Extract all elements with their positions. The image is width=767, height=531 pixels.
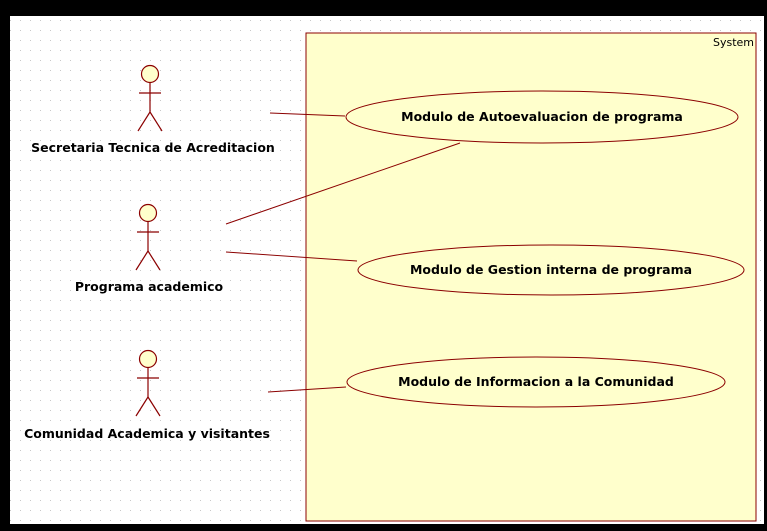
actor-stick-figure [135, 203, 161, 271]
use-case-label: Modulo de Informacion a la Comunidad [398, 374, 674, 389]
use-case-gestion[interactable]: Modulo de Gestion interna de programa [357, 244, 745, 296]
association-programa-autoevaluacion[interactable] [225, 142, 461, 225]
use-case-informacion[interactable]: Modulo de Informacion a la Comunidad [346, 356, 726, 408]
actor-stick-figure [135, 349, 161, 417]
actor-secretaria[interactable]: Secretaria Tecnica de Acreditacion [31, 64, 275, 156]
association-secretaria-autoevaluacion[interactable] [269, 112, 346, 117]
actor-programa[interactable]: Programa academico [75, 203, 224, 295]
use-case-autoevaluacion[interactable]: Modulo de Autoevaluacion de programa [345, 90, 739, 144]
actor-label: Secretaria Tecnica de Acreditacion [31, 140, 275, 155]
association-programa-gestion[interactable] [225, 251, 358, 262]
actor-comunidad[interactable]: Comunidad Academica y visitantes [24, 349, 270, 442]
use-case-label: Modulo de Gestion interna de programa [410, 262, 692, 277]
association-comunidad-informacion[interactable] [267, 386, 347, 393]
use-case-label: Modulo de Autoevaluacion de programa [401, 109, 683, 124]
actor-label: Comunidad Academica y visitantes [24, 426, 270, 441]
actor-stick-figure [137, 64, 163, 132]
system-label: System [713, 36, 754, 49]
actor-label: Programa academico [75, 279, 224, 294]
